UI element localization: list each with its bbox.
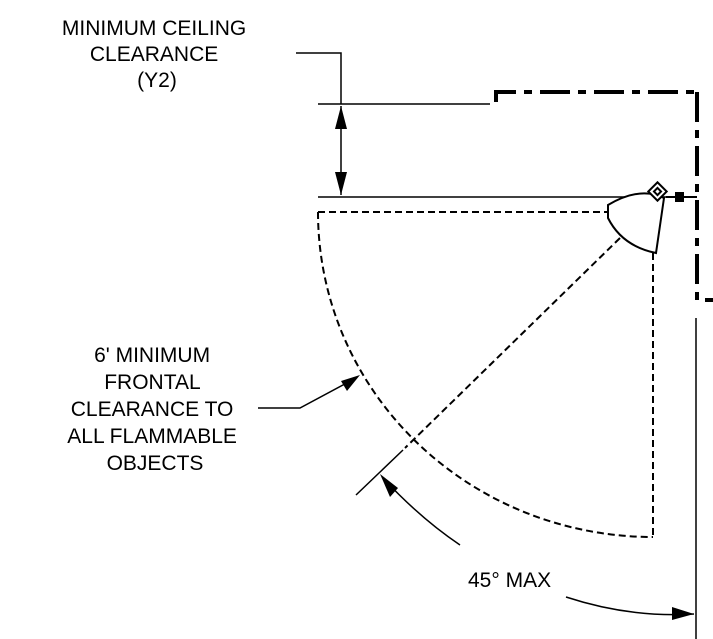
ceiling-label-leader	[296, 52, 342, 104]
angle-label: 45° MAX	[468, 569, 551, 592]
heater-bracket-inner	[652, 186, 663, 197]
frontal-label-leader	[258, 375, 360, 409]
ceiling-label-line-2: CLEARANCE	[90, 43, 218, 66]
mount-bolt	[675, 192, 684, 202]
leader-line	[258, 377, 357, 409]
ceiling-clearance-dimension	[296, 52, 696, 198]
angle-dimension	[355, 449, 695, 620]
frontal-label-line-3: CLEARANCE TO	[71, 398, 234, 421]
heater-bracket	[646, 180, 669, 203]
ceiling-clearance-label: MINIMUM CEILING CLEARANCE (Y2)	[62, 17, 252, 92]
angle-arrowhead-lower	[672, 607, 694, 620]
wall-ceiling-corner	[494, 90, 713, 302]
frontal-label-line-1: 6' MINIMUM	[94, 344, 210, 367]
angle-extension-line	[355, 449, 404, 496]
aim-line	[404, 237, 621, 449]
frontal-label-line-5: OBJECTS	[107, 452, 204, 475]
clearance-arc	[317, 211, 654, 538]
arrowhead-up	[335, 106, 347, 129]
frontal-clearance-zone	[317, 211, 654, 538]
ceiling-label-line-3: (Y2)	[137, 69, 177, 92]
leader-arrowhead	[341, 375, 360, 391]
ceiling-label-line-1: MINIMUM CEILING	[62, 17, 246, 40]
wall-line	[695, 92, 713, 302]
arrowhead-down	[335, 172, 347, 195]
angle-arrowhead-upper	[380, 474, 398, 497]
heater-reflector	[607, 192, 666, 255]
ceiling-line	[494, 90, 697, 102]
frontal-clearance-label: 6' MINIMUM FRONTAL CLEARANCE TO ALL FLAM…	[67, 344, 242, 475]
frontal-label-line-4: ALL FLAMMABLE	[67, 425, 237, 448]
frontal-label-line-2: FRONTAL	[104, 371, 200, 394]
heater-unit	[607, 180, 697, 255]
